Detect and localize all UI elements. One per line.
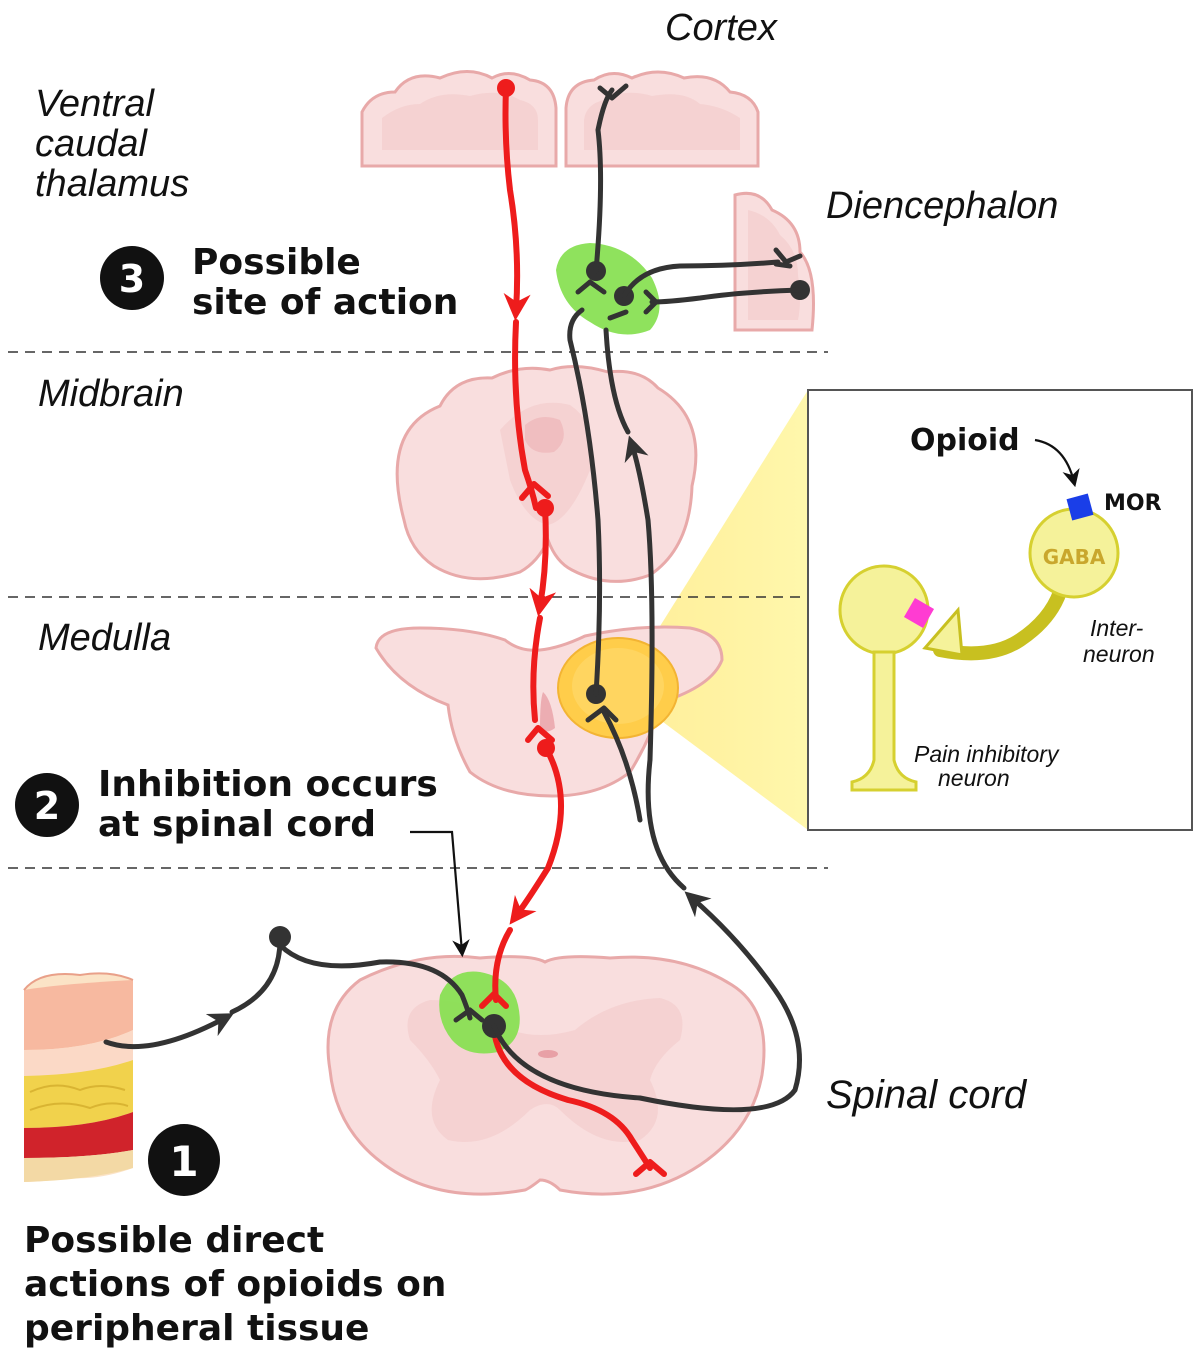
step-1-number: 1 [169,1137,198,1186]
label-midbrain: Midbrain [38,373,184,415]
mor-label: MOR [1104,491,1162,516]
label-spinal-cord: Spinal cord [826,1073,1028,1117]
step-3-line1: Possible [192,242,361,283]
step-3: 3 Possible site of action [100,242,458,323]
label-thalamus-3: thalamus [35,163,189,205]
opioid-label: Opioid [910,423,1020,458]
step-2: 2 Inhibition occurs at spinal cord [15,764,438,845]
gaba-label: GABA [1043,545,1106,569]
interneuron-label-2: neuron [1083,641,1155,667]
label-thalamus-1: Ventral [35,83,156,125]
peripheral-tissue-block [24,973,133,1182]
label-thalamus-2: caudal [35,123,149,165]
step-2-line1: Inhibition occurs [98,764,438,805]
step-1-line3: peripheral tissue [24,1308,369,1349]
label-cortex: Cortex [665,7,779,49]
step-3-number: 3 [119,257,145,301]
label-medulla: Medulla [38,617,171,659]
inset-synapse-detail: GABA Opioid MOR Inter- neuron Pain inhib… [808,390,1192,830]
step-2-number: 2 [34,784,60,828]
interneuron-label-1: Inter- [1090,615,1144,641]
step-1-line2: actions of opioids on [24,1264,446,1305]
label-diencephalon: Diencephalon [826,185,1058,227]
step-1-line1: Possible direct [24,1220,324,1261]
step-3-line2: site of action [192,282,458,323]
step-2-line2: at spinal cord [98,804,376,845]
cortex-section [362,72,758,167]
pain-neuron-label-1: Pain inhibitory [914,741,1060,767]
step2-pointer-arrow [410,832,462,952]
pain-neuron-label-2: neuron [938,765,1010,791]
